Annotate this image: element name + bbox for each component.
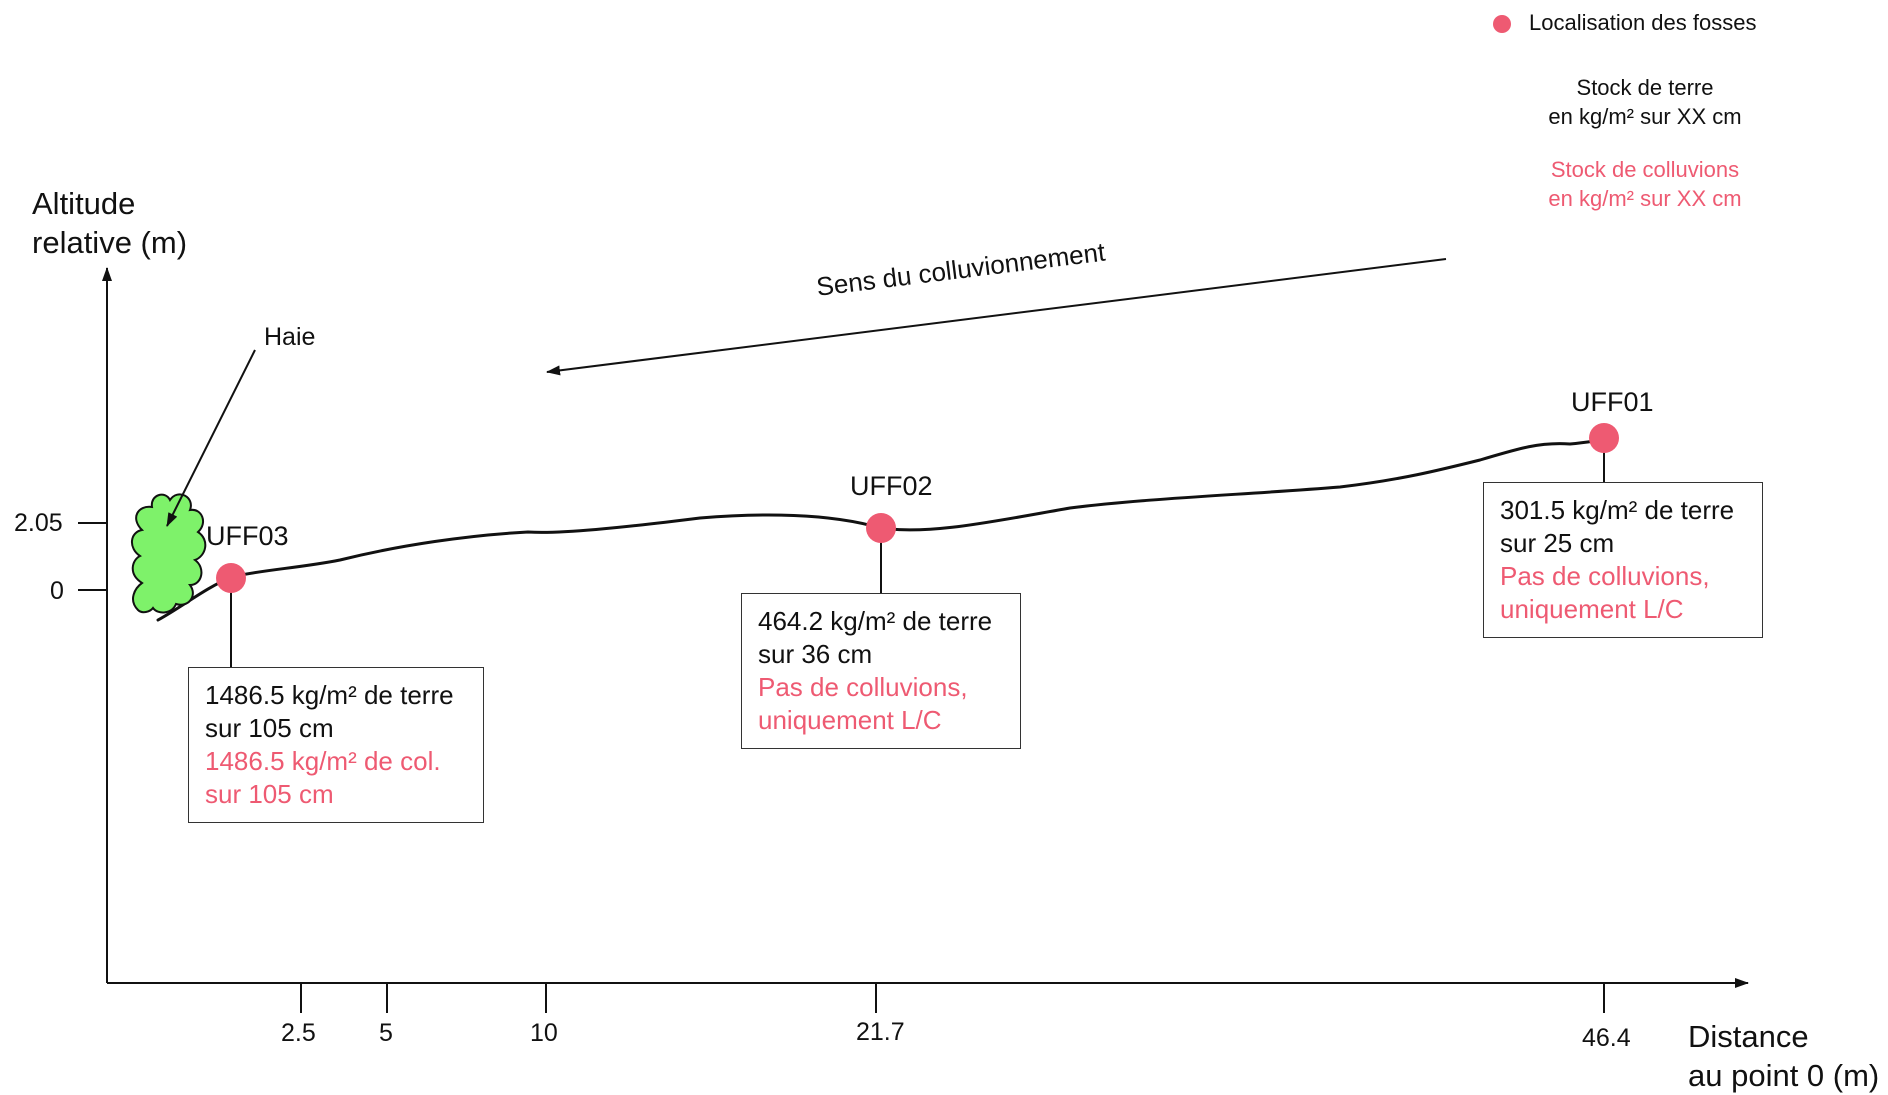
uff02-soil-stock: 464.2 kg/m² de terre — [758, 606, 993, 636]
legend-soil-stock: Stock de terre en kg/m² sur XX cm — [1525, 73, 1765, 131]
x-tick-label-2-5: 2.5 — [281, 1019, 316, 1047]
colluvium-direction-arrow — [546, 258, 1447, 376]
hedge-pointer — [166, 349, 256, 527]
uff03-colluvium-stock: 1486.5 kg/m² de col. — [205, 746, 441, 776]
uff02-soil-depth: sur 36 cm — [758, 639, 873, 669]
uff01-marker — [1589, 423, 1619, 453]
x-tick-label-10: 10 — [530, 1019, 558, 1047]
legend-pit-marker — [1493, 15, 1511, 33]
uff03-stock-box: 1486.5 kg/m² de terre sur 105 cm 1486.5 … — [188, 667, 484, 823]
uff02-colluvium-stock: Pas de colluvions, — [758, 672, 968, 702]
uff01-colluvium-depth: uniquement L/C — [1500, 594, 1684, 624]
legend-colluvium-stock: Stock de colluvions en kg/m² sur XX cm — [1525, 155, 1765, 213]
uff01-colluvium-stock: Pas de colluvions, — [1500, 561, 1710, 591]
y-tick-label-2-05: 2.05 — [14, 509, 63, 537]
x-tick-label-5: 5 — [379, 1019, 393, 1047]
uff03-soil-stock: 1486.5 kg/m² de terre — [205, 680, 454, 710]
uff02-name: UFF02 — [850, 471, 933, 501]
legend-soil-stock-line-2: en kg/m² sur XX cm — [1548, 104, 1742, 129]
uff02-stock-box: 464.2 kg/m² de terre sur 36 cm Pas de co… — [741, 593, 1021, 749]
y-tick-label-0: 0 — [50, 577, 64, 605]
uff03-colluvium-depth: sur 105 cm — [205, 779, 334, 809]
uff03-soil-depth: sur 105 cm — [205, 713, 334, 743]
y-axis-title-line-2: relative (m) — [32, 225, 188, 260]
x-tick-label-21-7: 21.7 — [856, 1018, 905, 1046]
x-axis-title-line-1: Distance — [1688, 1019, 1809, 1054]
legend-colluvium-stock-line-2: en kg/m² sur XX cm — [1548, 186, 1742, 211]
x-axis-title-line-2: au point 0 (m) — [1688, 1058, 1880, 1093]
uff01-stock-box: 301.5 kg/m² de terre sur 25 cm Pas de co… — [1483, 482, 1763, 638]
uff01-soil-stock: 301.5 kg/m² de terre — [1500, 495, 1735, 525]
x-tick-label-46-4: 46.4 — [1582, 1024, 1631, 1052]
hedge-label: Haie — [264, 323, 316, 351]
uff02-colluvium-depth: uniquement L/C — [758, 705, 942, 735]
uff01-soil-depth: sur 25 cm — [1500, 528, 1615, 558]
hedge-icon — [131, 493, 207, 614]
legend-soil-stock-line-1: Stock de terre — [1576, 75, 1714, 100]
uff03-name: UFF03 — [206, 521, 289, 551]
x-axis-title: Distance au point 0 (m) — [1688, 1017, 1879, 1095]
uff02-marker — [866, 513, 896, 543]
uff01-name: UFF01 — [1571, 387, 1654, 417]
y-axis-title: Altitude relative (m) — [32, 184, 187, 262]
y-axis-title-line-1: Altitude — [32, 186, 136, 221]
uff03-marker — [216, 563, 246, 593]
legend-colluvium-stock-line-1: Stock de colluvions — [1550, 157, 1740, 182]
legend-pit-label: Localisation des fosses — [1529, 10, 1757, 35]
